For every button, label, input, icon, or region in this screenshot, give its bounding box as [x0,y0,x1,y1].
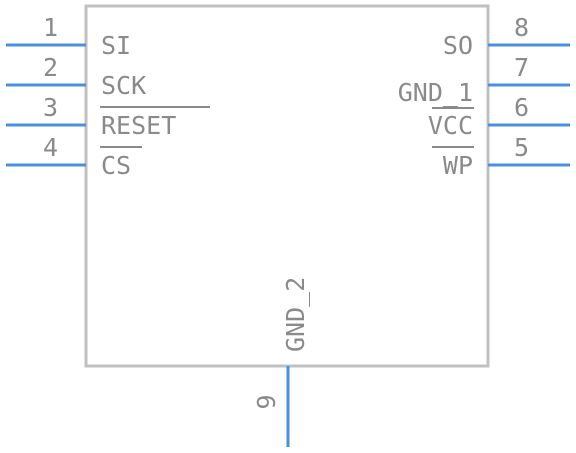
pin-3-name: RESET [101,111,176,140]
pin-9-name: GND_2 [281,277,310,352]
pin-4-number: 4 [43,133,58,162]
pin-9-number: 9 [252,394,281,409]
pin-8-number: 8 [514,13,529,42]
pin-5-number: 5 [514,133,529,162]
pin-2-name: SCK [101,71,146,100]
pin-4-name: CS [101,151,131,180]
pin-7-name: GND_1 [398,78,473,107]
pin-8-name: SO [443,31,473,60]
pin-7-number: 7 [514,53,529,82]
pin-5-name: WP [443,151,473,180]
pin-1-number: 1 [43,13,58,42]
pin-1-name: SI [101,31,131,60]
pin-3-number: 3 [43,93,58,122]
pin-6-number: 6 [514,93,529,122]
pin-6-name: VCC [428,111,473,140]
pin-2-number: 2 [43,53,58,82]
